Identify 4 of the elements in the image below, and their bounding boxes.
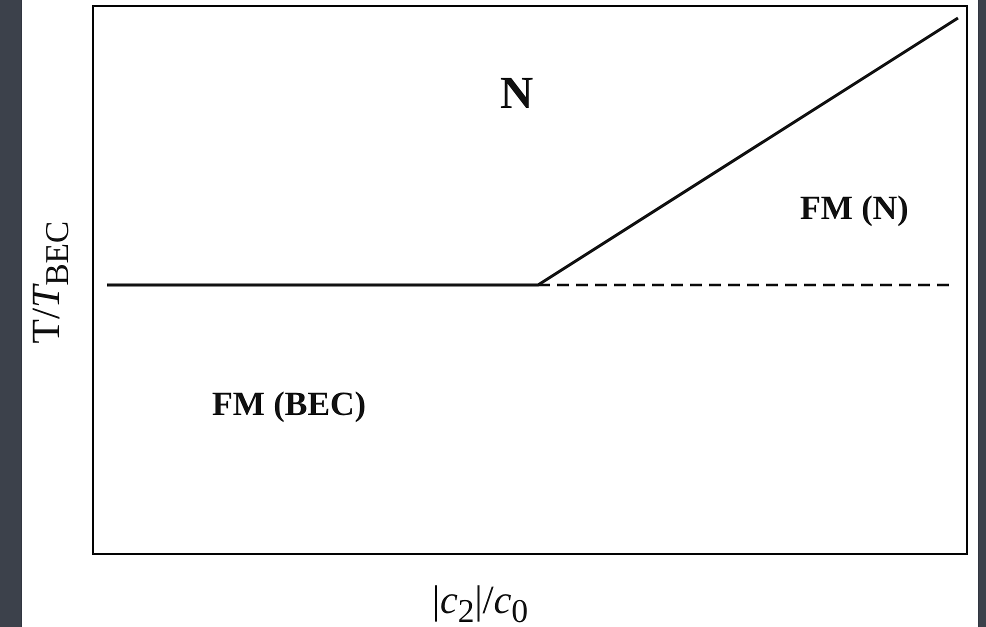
region-label: N (500, 70, 534, 116)
region-label: FM (BEC) (212, 388, 366, 422)
axis-title: |c$_{2}$|/c$_{0}$ (432, 580, 528, 627)
region-label: FM (N) (800, 192, 909, 226)
